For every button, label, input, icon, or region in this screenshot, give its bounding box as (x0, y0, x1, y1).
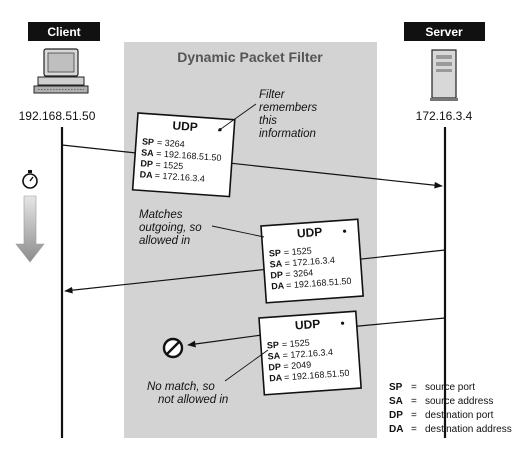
packet-3-key-sa: SA (267, 351, 281, 362)
legend-val-dp: destination port (425, 410, 494, 421)
packet-1-title: UDP (172, 118, 198, 134)
legend-eq-sp: = (411, 382, 417, 393)
packet-1-key-da: DA (139, 169, 153, 180)
legend-eq-da: = (411, 424, 417, 435)
packet-1-val-sp: = 3264 (157, 137, 185, 149)
packet-1-val-sa: = 192.168.51.50 (156, 148, 222, 163)
packet-2-val-sa: = 172.16.3.4 (284, 255, 335, 268)
packet-3-val-dp: = 2049 (283, 359, 311, 371)
packet-2-val-sp: = 1525 (284, 246, 312, 258)
downward-arrow-icon (15, 195, 45, 263)
legend-eq-sa: = (411, 396, 417, 407)
packet-2-val-dp: = 3264 (285, 267, 313, 279)
packet-allowed-reply: UDP SP = 1525 SA = 172.16.3.4 DP = 3264 … (260, 218, 364, 304)
server-label: Server (425, 25, 463, 39)
server-label-box (404, 22, 485, 41)
allowed-reply-arrow (64, 249, 446, 294)
note-remember-line-1: Filter (259, 89, 286, 101)
filter-title: Dynamic Packet Filter (177, 49, 323, 65)
note-nomatch-leader (224, 349, 269, 382)
legend: SP = source port SA = source address DP … (389, 382, 512, 435)
client-label-box (28, 22, 100, 41)
note-nomatch-line-1: No match, so (147, 381, 215, 393)
note-remember-leader (217, 103, 257, 132)
legend-eq-dp: = (411, 410, 417, 421)
server-host: Server 172.16.3.4 (404, 22, 485, 123)
note-filter-remembers: Filter remembers this information (217, 89, 317, 140)
packet-2-key-sp: SP (269, 248, 282, 259)
note-nomatch-line-2: not allowed in (158, 394, 228, 406)
packet-2-key-sa: SA (269, 259, 283, 270)
note-matches-leader (211, 225, 265, 238)
note-remember-line-2: remembers (259, 102, 317, 114)
legend-key-sp: SP (389, 382, 403, 393)
note-matches-line-3: allowed in (139, 235, 190, 247)
note-matches-line-2: outgoing, so (139, 222, 202, 234)
packet-outgoing: UDP SP = 3264 SA = 192.168.51.50 DP = 15… (131, 112, 236, 198)
note-matches-line-1: Matches (139, 209, 183, 221)
legend-key-da: DA (389, 424, 403, 435)
packet-1-key-dp: DP (140, 158, 153, 169)
client-host: Client 192.168.51.50 (19, 22, 100, 123)
desktop-computer-icon (33, 48, 89, 94)
packet-2-key-dp: DP (270, 270, 283, 281)
note-remember-line-4: information (259, 128, 316, 140)
note-remember-line-3: this (259, 115, 277, 127)
legend-val-sp: source port (425, 382, 475, 393)
note-no-match: No match, so not allowed in (147, 349, 269, 406)
packet-1-key-sa: SA (141, 147, 155, 158)
packet-1-key-sp: SP (142, 136, 155, 147)
packet-2-val-da: = 192.168.51.50 (286, 276, 352, 291)
packet-3-title: UDP (294, 317, 320, 333)
packet-1-val-da: = 172.16.3.4 (154, 170, 205, 183)
client-label: Client (47, 25, 80, 39)
packet-3-key-da: DA (269, 373, 283, 384)
legend-key-dp: DP (389, 410, 403, 421)
packet-2-title: UDP (296, 225, 322, 241)
stopwatch-icon (22, 170, 38, 189)
legend-val-sa: source address (425, 396, 493, 407)
packet-3-val-sp: = 1525 (282, 338, 310, 350)
server-ip: 172.16.3.4 (416, 109, 473, 123)
note-matches-outgoing: Matches outgoing, so allowed in (139, 209, 265, 247)
legend-key-sa: SA (389, 396, 403, 407)
server-tower-icon (430, 49, 458, 101)
blocked-reply-arrow (187, 334, 263, 348)
outgoing-packet-arrow (61, 144, 443, 189)
packet-1-val-dp: = 1525 (155, 159, 183, 171)
legend-val-da: destination address (425, 424, 512, 435)
packet-blocked-reply: UDP SP = 1525 SA = 172.16.3.4 DP = 2049 … (258, 310, 362, 396)
packet-3-key-sp: SP (267, 340, 280, 351)
packet-3-key-dp: DP (268, 362, 281, 373)
packet-3-val-da: = 192.168.51.50 (284, 368, 350, 383)
client-ip: 192.168.51.50 (19, 109, 96, 123)
prohibited-icon (162, 337, 184, 359)
packet-3-val-sa: = 172.16.3.4 (282, 347, 333, 360)
packet-2-key-da: DA (271, 281, 285, 292)
